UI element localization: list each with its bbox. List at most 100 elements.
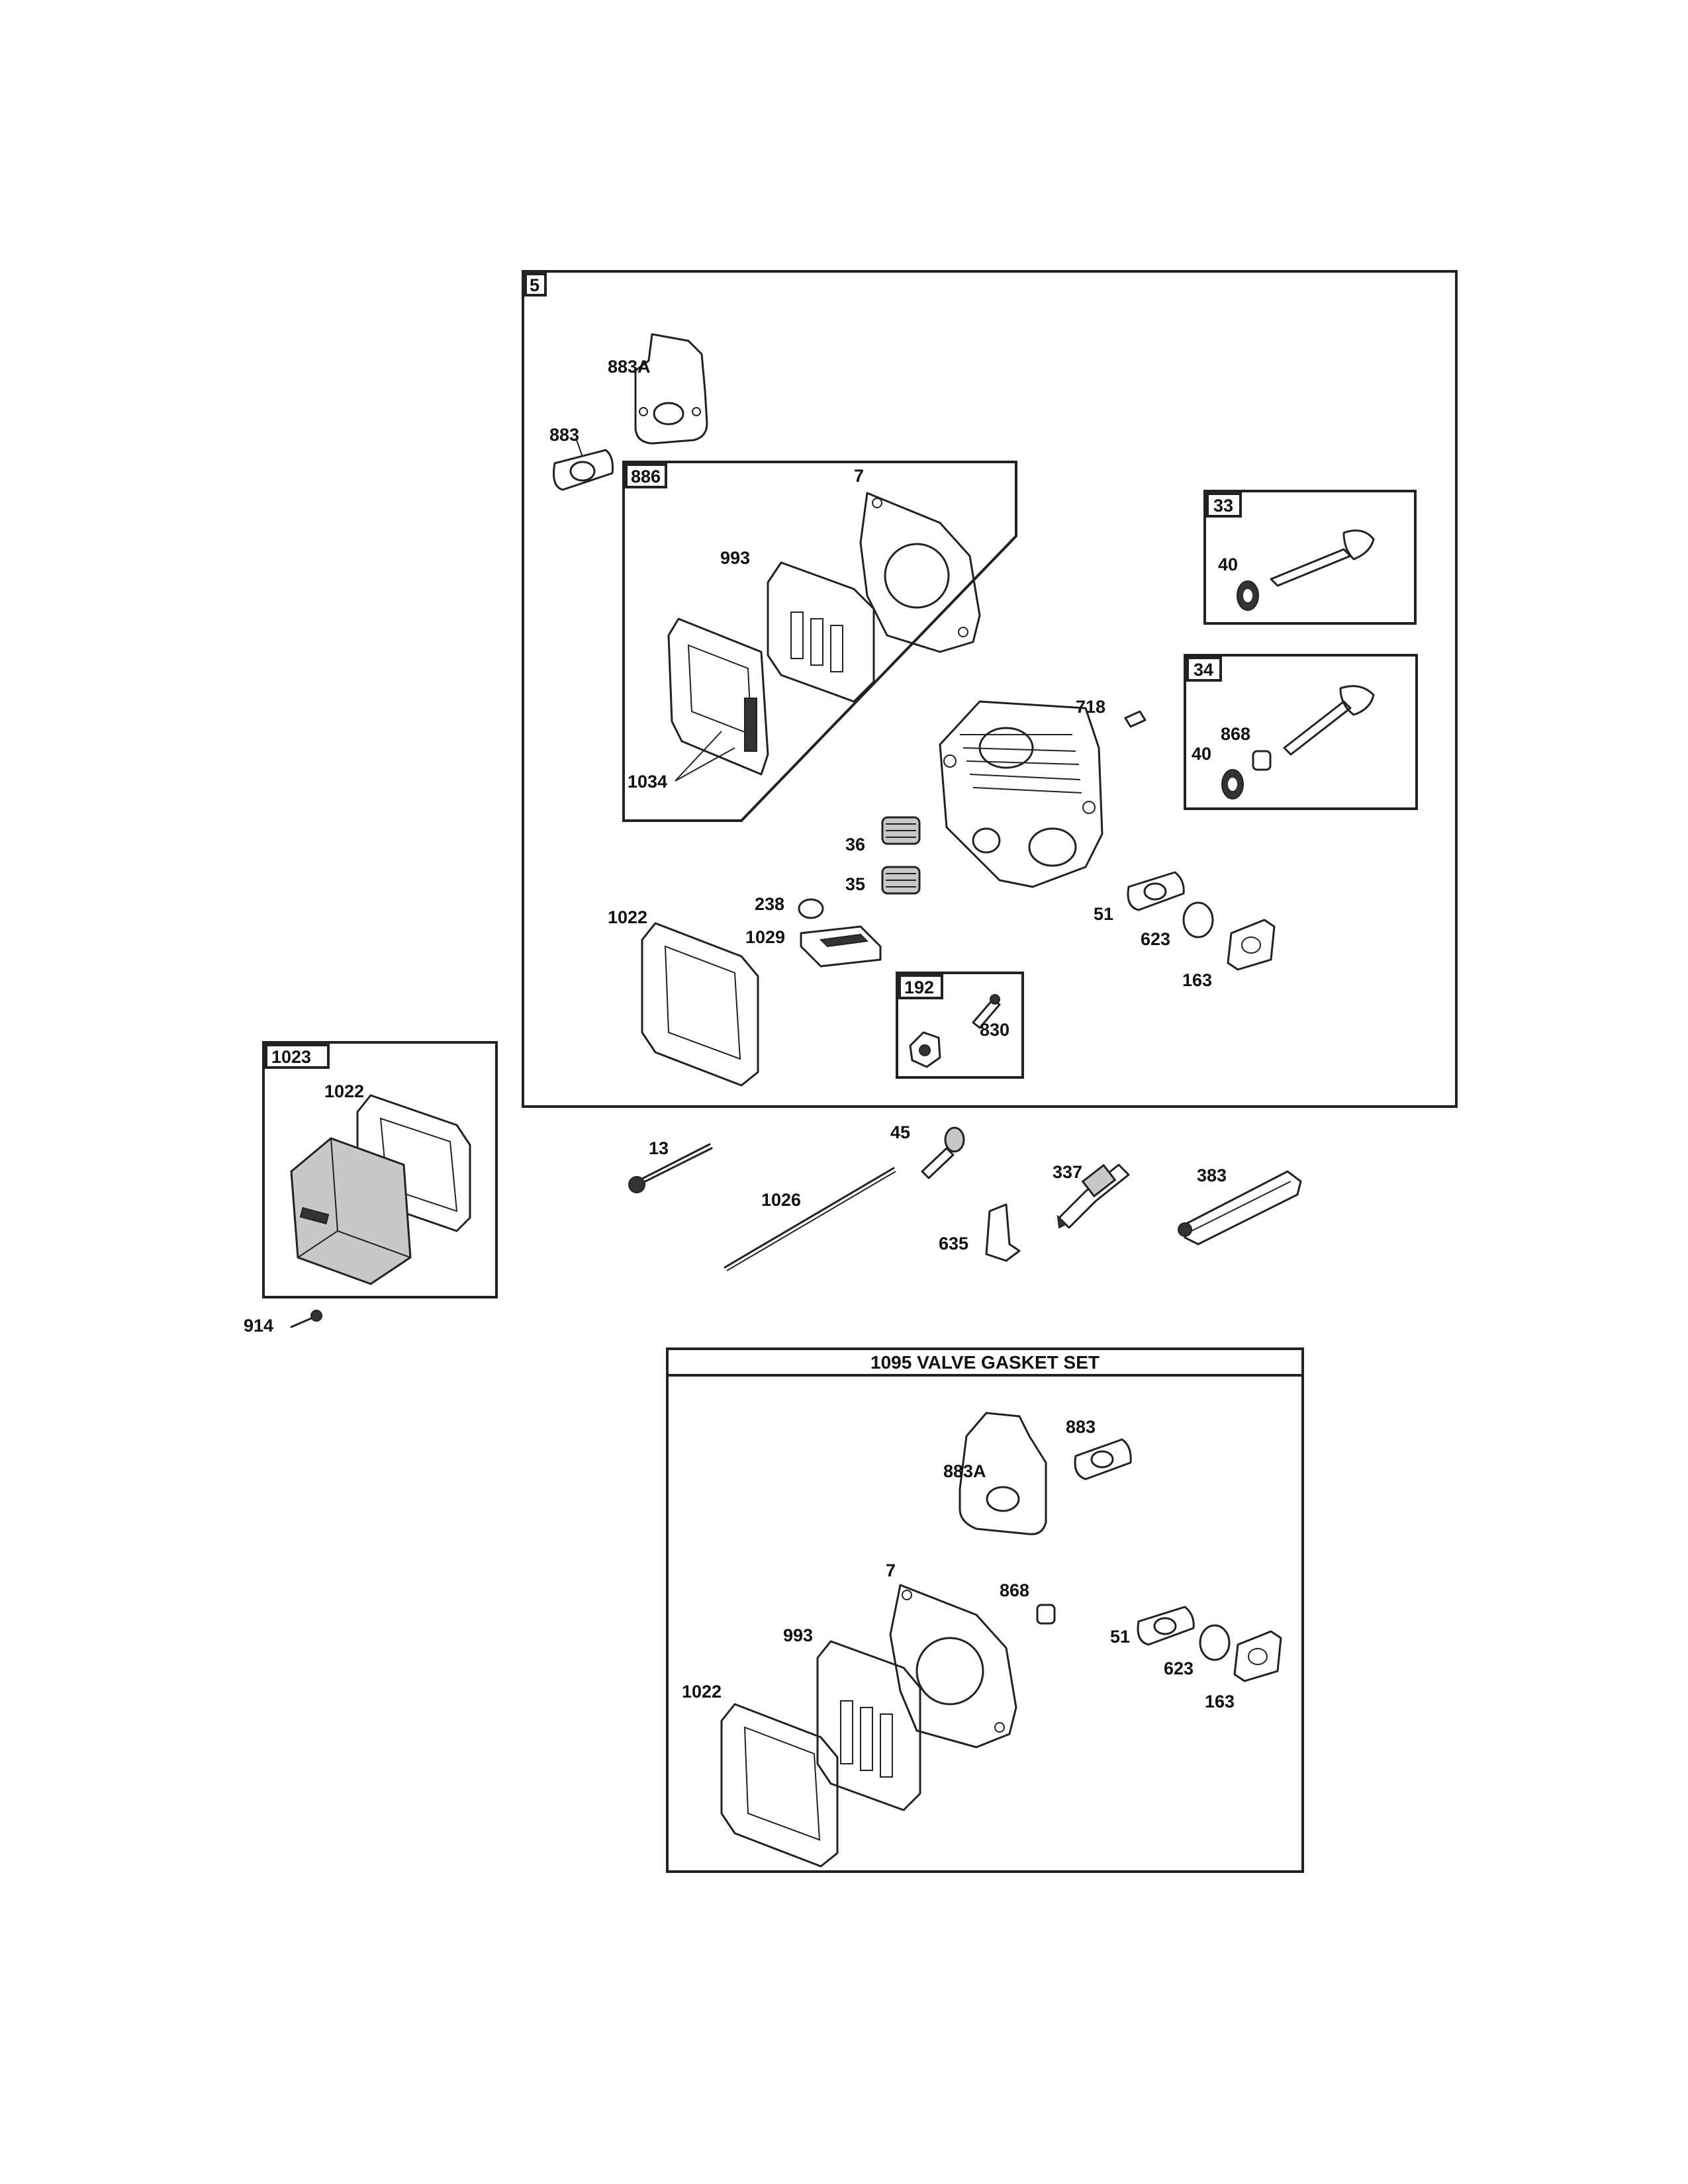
part-635-guide [985, 1203, 1021, 1262]
group-34-frame [1184, 654, 1418, 810]
part-163-gasket [1227, 919, 1276, 971]
part-40-retainer-b [1221, 769, 1244, 799]
part-cylinder-head [939, 700, 1103, 888]
callout-51-main: 51 [1094, 904, 1113, 924]
set-883a-bracket [959, 1412, 1047, 1535]
callout-623-set: 623 [1164, 1659, 1194, 1678]
group-1095-frame [666, 1347, 1304, 1873]
callout-993-set: 993 [783, 1625, 813, 1645]
set-993-gasket [816, 1640, 921, 1811]
part-883a-bracket [634, 333, 708, 445]
callout-1026: 1026 [761, 1190, 801, 1210]
part-51-gasket [1127, 871, 1185, 911]
callout-163-main: 163 [1182, 970, 1212, 990]
group-33: 33 [1203, 490, 1417, 625]
part-868-seal [1252, 750, 1272, 771]
callout-883a-set: 883A [943, 1461, 986, 1481]
part-383-tube [1178, 1170, 1302, 1246]
set-623-ring [1199, 1624, 1231, 1661]
callout-1022-set: 1022 [682, 1682, 722, 1702]
callout-635: 635 [939, 1234, 968, 1253]
part-36-spring [881, 816, 921, 845]
part-45-pivot [921, 1126, 965, 1179]
group-1023-label: 1023 [271, 1047, 311, 1067]
group-192-tag-box [898, 974, 943, 999]
part-1023-valve-cover [290, 1137, 412, 1285]
part-718-pin [1124, 710, 1147, 728]
group-1095: 1095 VALVE GASKET SET [666, 1347, 1304, 1873]
group-192-label: 192 [904, 978, 934, 997]
part-33-valve [1270, 529, 1375, 587]
part-883-gasket [553, 449, 614, 491]
set-883-gasket [1074, 1438, 1132, 1480]
part-40-retainer [1237, 580, 1259, 611]
part-34-valve [1283, 685, 1375, 756]
set-868-seal [1036, 1604, 1056, 1625]
part-993-gasket [767, 561, 875, 703]
part-35-spring [881, 866, 921, 895]
gasket-set-title: 1095 VALVE GASKET SET [870, 1352, 1100, 1373]
group-34: 34 [1184, 654, 1418, 810]
part-1034-plate [667, 617, 769, 776]
callout-718: 718 [1076, 697, 1105, 717]
callout-1022-cover: 1022 [324, 1081, 364, 1101]
callout-868-a: 868 [1221, 724, 1250, 744]
part-192-nut [909, 1031, 941, 1068]
group-886-tag-box [625, 463, 667, 488]
set-163-gasket [1233, 1630, 1282, 1682]
callout-7: 7 [854, 466, 864, 486]
callout-830: 830 [980, 1020, 1009, 1040]
group-5-tag-box [524, 273, 547, 296]
callout-13: 13 [649, 1138, 669, 1158]
group-5-label: 5 [530, 275, 539, 295]
callout-868-set: 868 [1000, 1580, 1029, 1600]
group-886-frame [622, 461, 1017, 822]
group-33-label: 33 [1213, 496, 1233, 516]
callout-914: 914 [244, 1316, 273, 1336]
part-623-ring [1182, 901, 1214, 938]
part-830-screw [972, 994, 1001, 1029]
group-1023: 1023 [262, 1041, 498, 1298]
part-13-bolt [628, 1143, 713, 1193]
group-1023-frame [262, 1041, 498, 1298]
group-886-label: 886 [631, 467, 661, 486]
set-1022-gasket [720, 1703, 839, 1868]
group-886: 886 [622, 461, 1017, 822]
part-1022-gasket-main [641, 922, 759, 1087]
callout-383: 383 [1197, 1165, 1227, 1185]
group-34-tag-box [1186, 657, 1222, 682]
callout-883-set: 883 [1066, 1417, 1096, 1437]
part-1029-bracket [800, 925, 882, 968]
callout-1029: 1029 [745, 927, 785, 947]
callout-1034: 1034 [628, 772, 667, 792]
callout-337: 337 [1053, 1162, 1082, 1182]
callout-35: 35 [845, 874, 865, 894]
callout-883: 883 [549, 425, 579, 445]
callout-40-b: 40 [1192, 744, 1211, 764]
part-337-spark-plug [1056, 1163, 1130, 1229]
callout-163-set: 163 [1205, 1692, 1235, 1711]
callout-45: 45 [890, 1122, 910, 1142]
group-5-frame [522, 270, 1458, 1108]
callout-7-set: 7 [886, 1561, 896, 1580]
callout-993: 993 [720, 548, 750, 568]
group-5: 5 [522, 270, 1458, 1108]
callout-51-set: 51 [1110, 1627, 1130, 1647]
callout-883a: 883A [608, 357, 651, 377]
callout-40-a: 40 [1218, 555, 1238, 574]
group-33-tag-box [1206, 492, 1242, 518]
part-1026-pushrod [724, 1167, 896, 1271]
group-34-label: 34 [1194, 660, 1213, 680]
group-33-frame [1203, 490, 1417, 625]
set-51-gasket [1137, 1606, 1195, 1646]
group-1023-tag-box [265, 1044, 330, 1069]
callout-36: 36 [845, 835, 865, 854]
group-192-frame [896, 972, 1024, 1079]
callout-1022-main: 1022 [608, 907, 647, 927]
callout-623-main: 623 [1141, 929, 1170, 949]
part-7-head-gasket [859, 492, 981, 653]
set-7-head-gasket [889, 1584, 1017, 1749]
callout-238: 238 [755, 894, 784, 914]
part-914-screw [290, 1310, 322, 1328]
